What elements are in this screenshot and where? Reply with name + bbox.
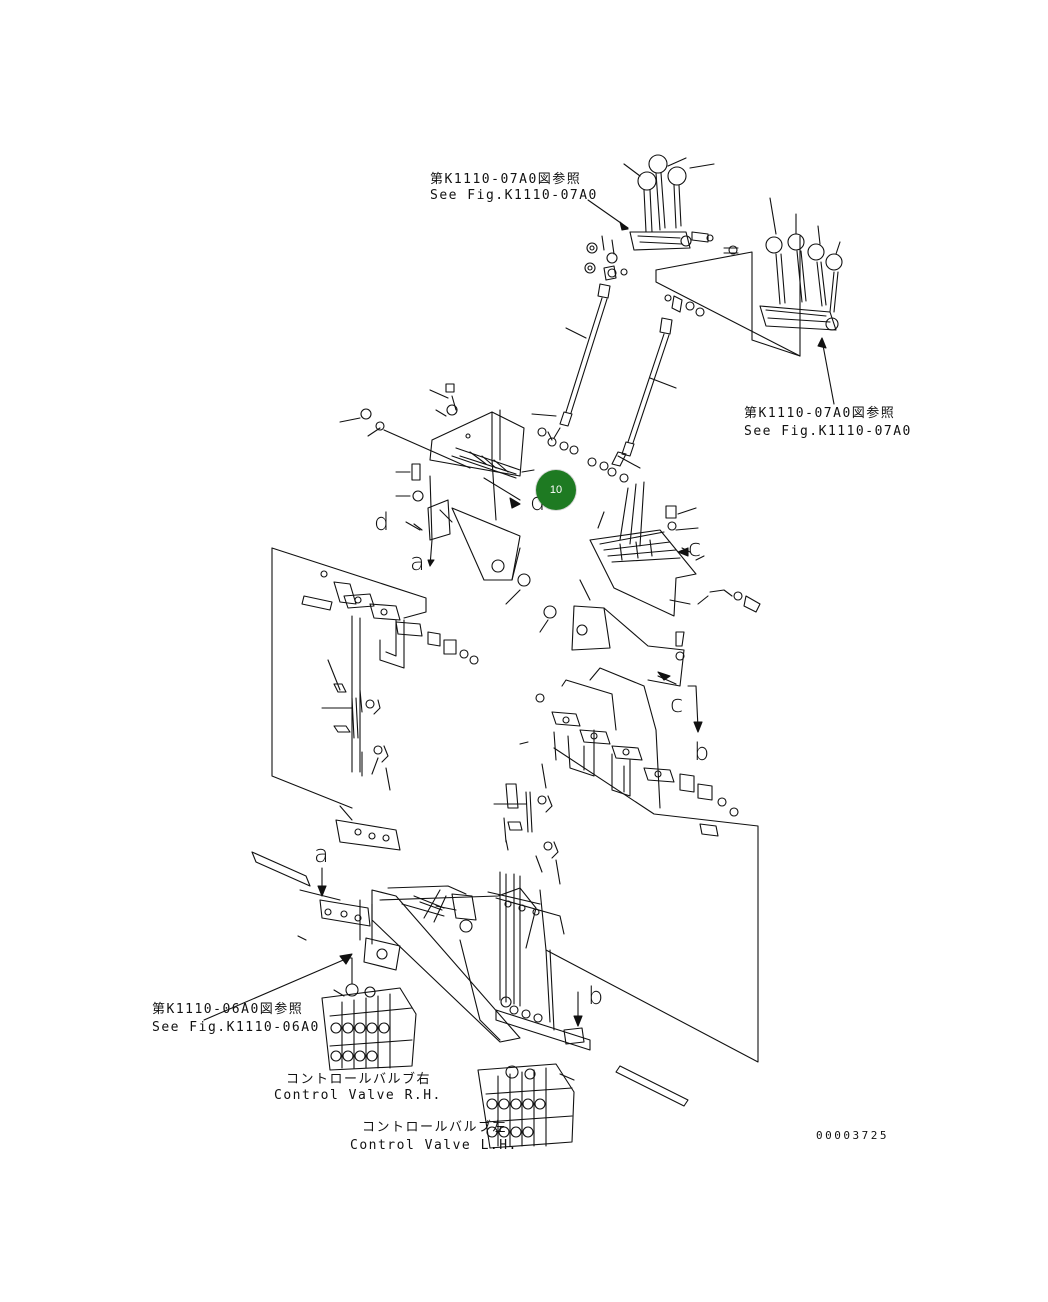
connection-letter-b-lower: b	[588, 982, 604, 1010]
connection-letter-a-lower: a	[314, 840, 329, 868]
drawing-number: 00003725	[816, 1129, 889, 1142]
upper-linkage-rods	[531, 242, 705, 483]
valve-lh-jp: コントロールバルブ左	[362, 1120, 508, 1135]
connection-letter-a-upper: a	[410, 548, 425, 576]
ref-left-jp: 第K1110-06A0図参照	[152, 1002, 304, 1017]
ref-left-en: See Fig.K1110-06A0	[152, 1020, 320, 1035]
ref-top-en: See Fig.K1110-07A0	[430, 188, 598, 203]
valve-rh-en: Control Valve R.H.	[274, 1088, 442, 1103]
connection-letter-c-lower: c	[670, 690, 684, 718]
right-lever-panel	[655, 197, 843, 405]
right-pivot-group	[493, 667, 759, 1063]
lower-base-structure	[251, 805, 689, 1107]
part-callout-10[interactable]: 10	[536, 470, 576, 510]
ref-right-jp: 第K1110-07A0図参照	[744, 406, 896, 421]
ref-top-jp: 第K1110-07A0図参照	[430, 172, 582, 187]
connection-letter-d-left: d	[374, 508, 390, 536]
left-pivot-group	[271, 547, 479, 809]
upper-lever-assembly	[587, 154, 715, 255]
control-valve-rh	[321, 957, 417, 1071]
valve-rh-jp: コントロールバルブ右	[286, 1072, 432, 1087]
connection-letter-b-mid: b	[694, 738, 710, 766]
valve-lh-en: Control Valve L.H.	[350, 1138, 518, 1153]
connection-letter-c-right: c	[688, 534, 702, 562]
right-bracket-assembly	[539, 481, 761, 733]
ref-leader-left	[203, 957, 349, 1021]
control-valve-lh	[477, 1063, 575, 1149]
left-bracket-assembly	[339, 383, 535, 605]
ref-right-en: See Fig.K1110-07A0	[744, 424, 912, 439]
